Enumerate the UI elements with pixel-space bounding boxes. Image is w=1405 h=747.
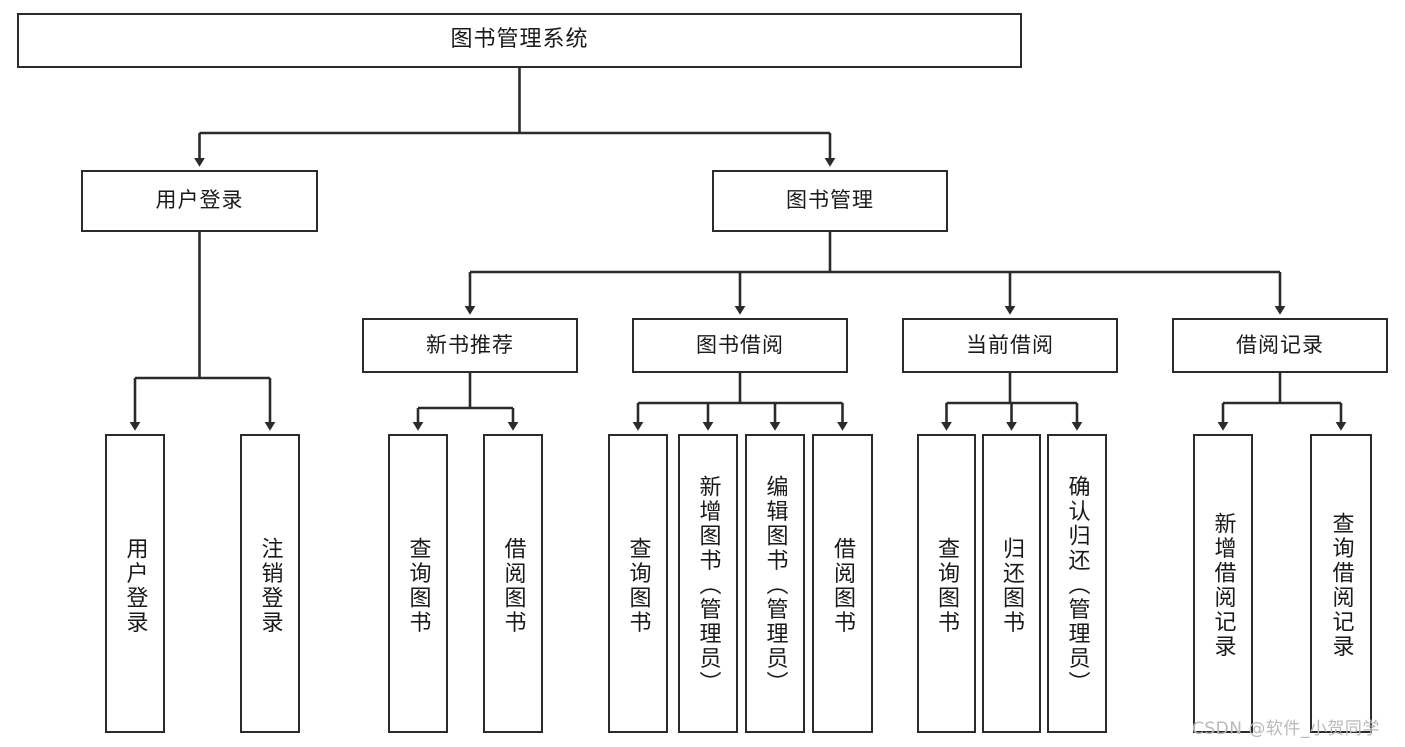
node-leaf-query-book-3-label: 查询图书	[934, 536, 960, 635]
node-new-book-recommend[interactable]: 新书推荐	[362, 318, 578, 373]
node-book-manage[interactable]: 图书管理	[712, 170, 948, 232]
node-borrow-record[interactable]: 借阅记录	[1172, 318, 1388, 373]
node-leaf-add-record-label: 新增借阅记录	[1210, 512, 1236, 659]
node-book-manage-label: 图书管理	[786, 188, 874, 213]
node-leaf-confirm-return-label: 确认归还（管理员）	[1064, 475, 1090, 696]
node-leaf-query-book-2[interactable]: 查询图书	[608, 434, 668, 733]
node-book-borrow[interactable]: 图书借阅	[632, 318, 848, 373]
node-leaf-borrow-book-1-label: 借阅图书	[500, 536, 526, 635]
node-leaf-add-book[interactable]: 新增图书（管理员）	[678, 434, 738, 733]
node-leaf-borrow-book-2[interactable]: 借阅图书	[812, 434, 873, 733]
node-current-borrow[interactable]: 当前借阅	[902, 318, 1118, 373]
node-borrow-record-label: 借阅记录	[1236, 332, 1324, 357]
node-book-borrow-label: 图书借阅	[696, 332, 784, 357]
node-leaf-add-record[interactable]: 新增借阅记录	[1193, 434, 1253, 733]
node-leaf-edit-book[interactable]: 编辑图书（管理员）	[745, 434, 805, 733]
node-leaf-query-book-2-label: 查询图书	[625, 536, 651, 635]
node-leaf-confirm-return[interactable]: 确认归还（管理员）	[1047, 434, 1107, 733]
node-leaf-logout-label: 注销登录	[257, 536, 283, 635]
node-leaf-query-book-1[interactable]: 查询图书	[388, 434, 448, 733]
node-leaf-query-book-3[interactable]: 查询图书	[917, 434, 976, 733]
node-leaf-borrow-book-1[interactable]: 借阅图书	[483, 434, 543, 733]
node-leaf-user-login[interactable]: 用户登录	[105, 434, 165, 733]
node-leaf-user-login-label: 用户登录	[122, 536, 148, 635]
node-current-borrow-label: 当前借阅	[966, 332, 1054, 357]
node-new-book-recommend-label: 新书推荐	[426, 332, 514, 357]
node-user-login[interactable]: 用户登录	[81, 170, 318, 232]
node-leaf-logout[interactable]: 注销登录	[240, 434, 300, 733]
node-user-login-label: 用户登录	[155, 188, 244, 213]
node-root[interactable]: 图书管理系统	[17, 13, 1022, 68]
node-leaf-return-book[interactable]: 归还图书	[982, 434, 1041, 733]
node-root-label: 图书管理系统	[450, 27, 589, 53]
node-leaf-add-book-label: 新增图书（管理员）	[695, 475, 721, 696]
node-leaf-borrow-book-2-label: 借阅图书	[830, 536, 856, 635]
watermark: CSDN @软件_小贺同学	[1192, 719, 1380, 739]
node-leaf-query-record-label: 查询借阅记录	[1328, 512, 1354, 659]
node-leaf-edit-book-label: 编辑图书（管理员）	[762, 475, 788, 696]
node-leaf-query-book-1-label: 查询图书	[405, 536, 431, 635]
node-leaf-query-record[interactable]: 查询借阅记录	[1310, 434, 1372, 733]
node-leaf-return-book-label: 归还图书	[999, 536, 1025, 635]
